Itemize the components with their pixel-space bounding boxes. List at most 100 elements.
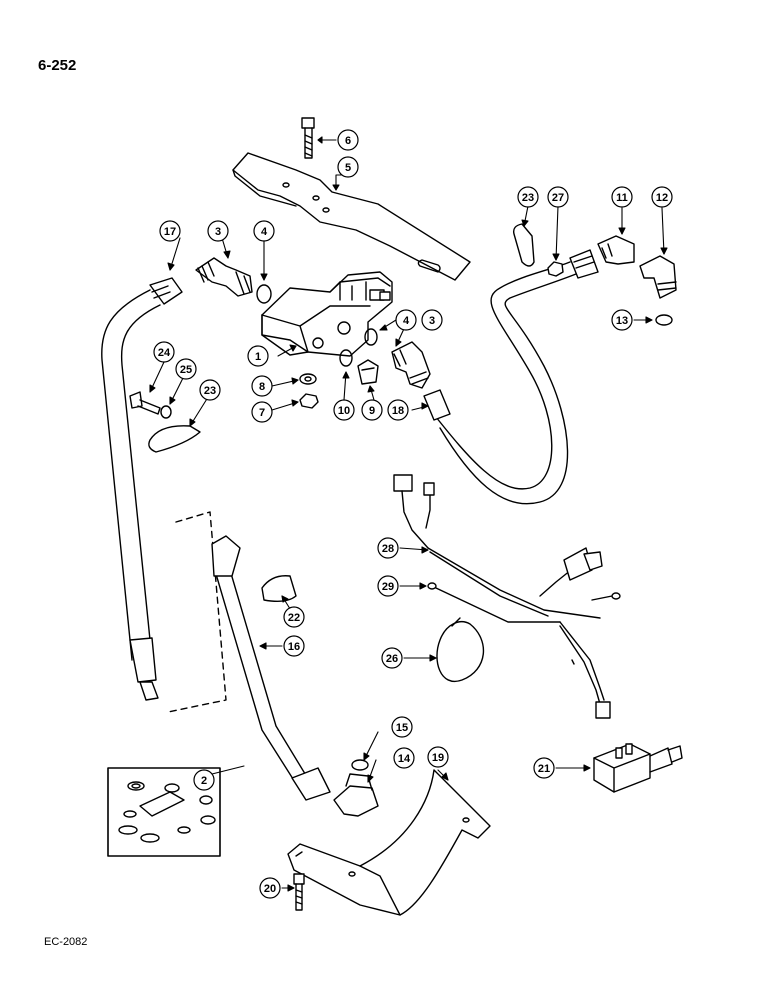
part-washer-8 — [299, 373, 317, 385]
callout-7: 7 — [251, 401, 273, 423]
callout-23b: 23 — [517, 186, 539, 208]
callout-13: 13 — [611, 309, 633, 331]
part-tube-16 — [211, 535, 331, 801]
callout-12: 12 — [651, 186, 673, 208]
svg-text:15: 15 — [396, 722, 408, 734]
washer-8-hole — [304, 376, 312, 382]
svg-text:21: 21 — [538, 763, 550, 775]
part-elbow-11 — [597, 235, 635, 265]
part-clamp-22 — [261, 575, 297, 603]
part-washer-25 — [160, 405, 172, 419]
part-bracket-5 — [232, 152, 471, 281]
part-hose-17 — [101, 277, 183, 701]
callout-27: 27 — [547, 186, 569, 208]
svg-text:19: 19 — [432, 752, 444, 764]
callout-4b: 4 — [395, 309, 417, 331]
svg-text:26: 26 — [386, 653, 398, 665]
svg-text:23: 23 — [204, 385, 216, 397]
part-bolt-20 — [293, 873, 305, 911]
svg-text:24: 24 — [158, 347, 171, 359]
svg-text:20: 20 — [264, 883, 276, 895]
callout-11: 11 — [611, 186, 633, 208]
svg-text:11: 11 — [616, 192, 628, 204]
part-elbow-12 — [639, 255, 677, 299]
part-clamp-23-left — [148, 425, 201, 453]
svg-text:29: 29 — [382, 581, 394, 593]
callout-3b: 3 — [421, 309, 443, 331]
callout-24: 24 — [153, 341, 175, 363]
svg-text:28: 28 — [382, 543, 394, 555]
svg-text:3: 3 — [429, 315, 435, 327]
part-nut-27 — [547, 261, 564, 277]
callout-8: 8 — [251, 375, 273, 397]
part-ring-26 — [436, 621, 485, 683]
callout-3a: 3 — [207, 220, 229, 242]
svg-text:25: 25 — [180, 364, 192, 376]
part-plug-9 — [357, 359, 379, 385]
callout-9: 9 — [361, 399, 383, 421]
part-oring-10 — [339, 349, 353, 367]
svg-text:13: 13 — [616, 315, 628, 327]
callout-19: 19 — [427, 746, 449, 768]
page-number: 6-252 — [38, 57, 77, 74]
callout-23a: 23 — [199, 379, 221, 401]
svg-text:3: 3 — [215, 226, 221, 238]
callout-20: 20 — [259, 877, 281, 899]
callout-25: 25 — [175, 358, 197, 380]
callout-2: 2 — [193, 769, 215, 791]
svg-text:10: 10 — [338, 405, 350, 417]
dashed-outline-17 — [167, 511, 227, 713]
svg-text:14: 14 — [398, 753, 411, 765]
part-bolt-6 — [301, 117, 315, 159]
callout-28: 28 — [377, 537, 399, 559]
callout-21: 21 — [533, 757, 555, 779]
callout-15: 15 — [391, 716, 413, 738]
part-switch-21 — [593, 743, 683, 793]
part-oring-13 — [655, 314, 673, 326]
part-elbow-14 — [333, 773, 379, 817]
svg-text:6: 6 — [345, 135, 351, 147]
callout-14: 14 — [393, 747, 415, 769]
part-bolt-24 — [129, 391, 161, 415]
callout-17: 17 — [159, 220, 181, 242]
svg-text:4: 4 — [261, 226, 268, 238]
callout-18: 18 — [387, 399, 409, 421]
ring-26-inner — [451, 617, 461, 627]
part-elbow-3-left — [195, 257, 253, 297]
svg-text:8: 8 — [259, 381, 265, 393]
document-code: EC-2082 — [44, 936, 88, 948]
part-elbow-3-right — [391, 341, 431, 389]
svg-text:9: 9 — [369, 405, 375, 417]
part-oring-4-left — [256, 284, 272, 304]
svg-text:5: 5 — [345, 162, 351, 174]
svg-text:1: 1 — [255, 351, 261, 363]
callout-16: 16 — [283, 635, 305, 657]
svg-text:23: 23 — [522, 192, 534, 204]
svg-text:22: 22 — [288, 612, 300, 624]
callout-29: 29 — [377, 575, 399, 597]
part-harness-28-29 — [393, 474, 621, 719]
callout-5: 5 — [337, 156, 359, 178]
svg-text:4: 4 — [403, 315, 410, 327]
callout-10: 10 — [333, 399, 355, 421]
svg-text:17: 17 — [164, 226, 176, 238]
part-valve-block-1 — [261, 271, 393, 357]
svg-text:2: 2 — [201, 775, 207, 787]
callout-22: 22 — [283, 606, 305, 628]
part-oring-15 — [351, 759, 369, 771]
callout-6: 6 — [337, 129, 359, 151]
part-bracket-19 — [287, 769, 491, 916]
part-hose-18 — [423, 249, 599, 505]
callout-1: 1 — [247, 345, 269, 367]
callout-26: 26 — [381, 647, 403, 669]
callout-4a: 4 — [253, 220, 275, 242]
svg-text:16: 16 — [288, 641, 300, 653]
part-clamp-23-right — [512, 223, 535, 267]
svg-text:27: 27 — [552, 192, 564, 204]
svg-text:12: 12 — [656, 192, 668, 204]
svg-text:18: 18 — [392, 405, 404, 417]
part-nut-7 — [299, 393, 319, 409]
svg-text:7: 7 — [259, 407, 265, 419]
part-oring-4-right — [364, 328, 378, 346]
